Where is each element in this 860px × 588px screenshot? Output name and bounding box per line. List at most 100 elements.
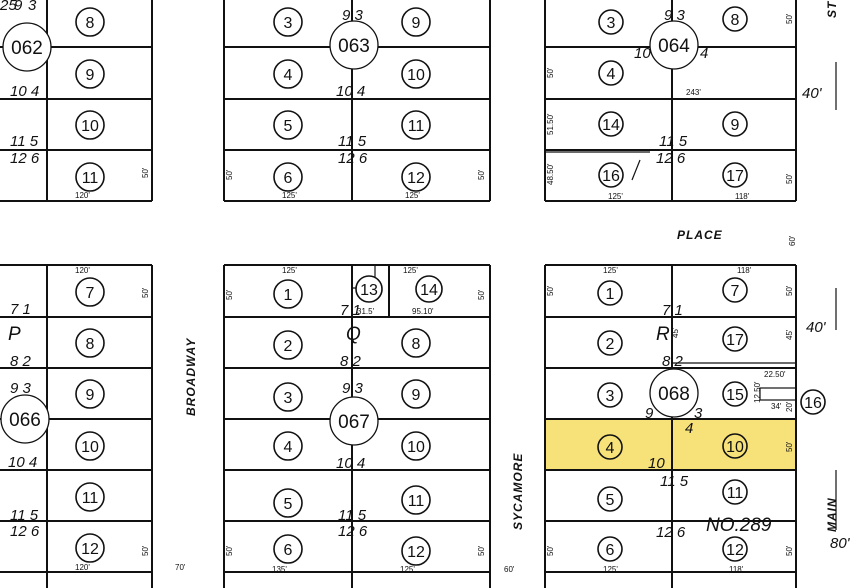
svg-text:70': 70' — [175, 563, 186, 572]
svg-text:17: 17 — [726, 168, 744, 185]
svg-text:22.50': 22.50' — [764, 370, 786, 379]
svg-text:8: 8 — [86, 336, 95, 353]
svg-text:45': 45' — [785, 329, 794, 340]
svg-text:50': 50' — [785, 285, 794, 296]
svg-text:8 2: 8 2 — [10, 353, 32, 370]
svg-text:50': 50' — [141, 287, 150, 298]
svg-text:10: 10 — [81, 118, 99, 135]
svg-text:50': 50' — [785, 173, 794, 184]
svg-text:125': 125' — [403, 266, 418, 275]
svg-text:3: 3 — [28, 0, 37, 14]
svg-text:48.50': 48.50' — [546, 163, 555, 185]
highlighted-parcel[interactable] — [545, 419, 796, 470]
svg-text:50': 50' — [785, 441, 794, 452]
parcel-circle[interactable] — [649, 368, 699, 418]
svg-text:50': 50' — [785, 13, 794, 24]
svg-text:125': 125' — [282, 266, 297, 275]
svg-text:125': 125' — [608, 192, 623, 201]
svg-text:4: 4 — [284, 439, 293, 456]
svg-text:11: 11 — [408, 493, 425, 510]
svg-text:7 1: 7 1 — [10, 301, 31, 318]
svg-text:4: 4 — [700, 45, 708, 62]
block-top-middle: 063 9 3 3 9 4 10 5 11 6 12 10 4 11 5 12 … — [225, 7, 486, 200]
svg-text:11 5: 11 5 — [659, 133, 688, 150]
lot-16-callout[interactable] — [800, 389, 826, 415]
svg-text:3: 3 — [607, 15, 616, 32]
svg-text:12: 12 — [726, 542, 744, 559]
svg-text:60': 60' — [788, 235, 797, 246]
parcel-circle[interactable] — [0, 394, 50, 444]
svg-text:120': 120' — [75, 266, 90, 275]
parcel-circle[interactable] — [2, 22, 52, 72]
svg-text:34': 34' — [771, 402, 782, 411]
svg-text:8: 8 — [412, 336, 421, 353]
svg-text:8: 8 — [731, 12, 740, 29]
svg-text:118': 118' — [735, 192, 750, 201]
svg-text:2: 2 — [606, 336, 615, 353]
svg-text:8: 8 — [86, 15, 95, 32]
svg-text:12 6: 12 6 — [656, 150, 686, 167]
svg-text:064: 064 — [658, 36, 690, 57]
block-top-left: 25 9 3 062 8 9 10 11 10 4 11 5 12 6 120'… — [0, 0, 150, 200]
svg-text:10: 10 — [726, 439, 744, 456]
svg-text:8 2: 8 2 — [340, 353, 362, 370]
svg-text:243': 243' — [686, 88, 701, 97]
svg-text:17: 17 — [726, 332, 744, 349]
svg-text:16: 16 — [602, 168, 620, 185]
parcel-circle[interactable] — [329, 20, 379, 70]
svg-text:9 3: 9 3 — [664, 7, 686, 24]
svg-text:45': 45' — [671, 327, 680, 338]
svg-text:50': 50' — [546, 545, 555, 556]
svg-text:9: 9 — [645, 405, 654, 422]
svg-text:R: R — [656, 324, 670, 345]
svg-text:11 5: 11 5 — [660, 473, 689, 490]
svg-text:50': 50' — [225, 289, 234, 300]
svg-text:10: 10 — [634, 45, 651, 62]
svg-text:50': 50' — [477, 289, 486, 300]
svg-text:11 5: 11 5 — [338, 133, 367, 150]
parcel-circle[interactable] — [329, 396, 379, 446]
svg-text:125': 125' — [405, 191, 420, 200]
svg-text:125': 125' — [400, 565, 415, 574]
svg-text:9: 9 — [86, 67, 95, 84]
svg-text:9: 9 — [412, 15, 421, 32]
block-bottom-left: 120' 50' 7 8 9 10 11 12 7 1 P 8 2 9 3 06… — [0, 266, 186, 572]
svg-text:80': 80' — [830, 535, 851, 552]
svg-text:50': 50' — [546, 67, 555, 78]
svg-text:10 4: 10 4 — [336, 455, 365, 472]
svg-text:14: 14 — [602, 117, 620, 134]
svg-text:13: 13 — [360, 282, 378, 299]
svg-text:4: 4 — [284, 67, 293, 84]
parcel-circle[interactable] — [649, 20, 699, 70]
svg-text:60': 60' — [504, 565, 515, 574]
svg-text:063: 063 — [338, 36, 370, 57]
svg-text:12: 12 — [407, 170, 425, 187]
svg-text:11 5: 11 5 — [338, 507, 367, 524]
svg-text:50': 50' — [225, 169, 234, 180]
svg-text:11: 11 — [82, 170, 99, 187]
svg-text:062: 062 — [11, 38, 43, 59]
svg-text:125': 125' — [282, 191, 297, 200]
svg-text:066: 066 — [9, 410, 41, 431]
svg-text:11: 11 — [82, 490, 99, 507]
svg-text:12: 12 — [81, 541, 99, 558]
svg-text:12 6: 12 6 — [656, 524, 686, 541]
svg-text:31.5': 31.5' — [357, 307, 375, 316]
svg-text:7: 7 — [86, 285, 95, 302]
block-outlines — [0, 0, 797, 588]
svg-text:15: 15 — [726, 387, 744, 404]
street-place: PLACE — [677, 228, 723, 242]
svg-text:6: 6 — [606, 542, 615, 559]
svg-text:5: 5 — [284, 118, 293, 135]
svg-text:50': 50' — [477, 545, 486, 556]
svg-text:120': 120' — [75, 563, 90, 572]
svg-text:12: 12 — [407, 544, 425, 561]
svg-text:25: 25 — [0, 0, 17, 14]
svg-text:125': 125' — [603, 266, 618, 275]
svg-text:8 2: 8 2 — [662, 353, 684, 370]
svg-text:11 5: 11 5 — [10, 133, 39, 150]
svg-text:7 1: 7 1 — [662, 302, 683, 319]
svg-text:14: 14 — [420, 282, 438, 299]
svg-text:95.10': 95.10' — [412, 307, 434, 316]
